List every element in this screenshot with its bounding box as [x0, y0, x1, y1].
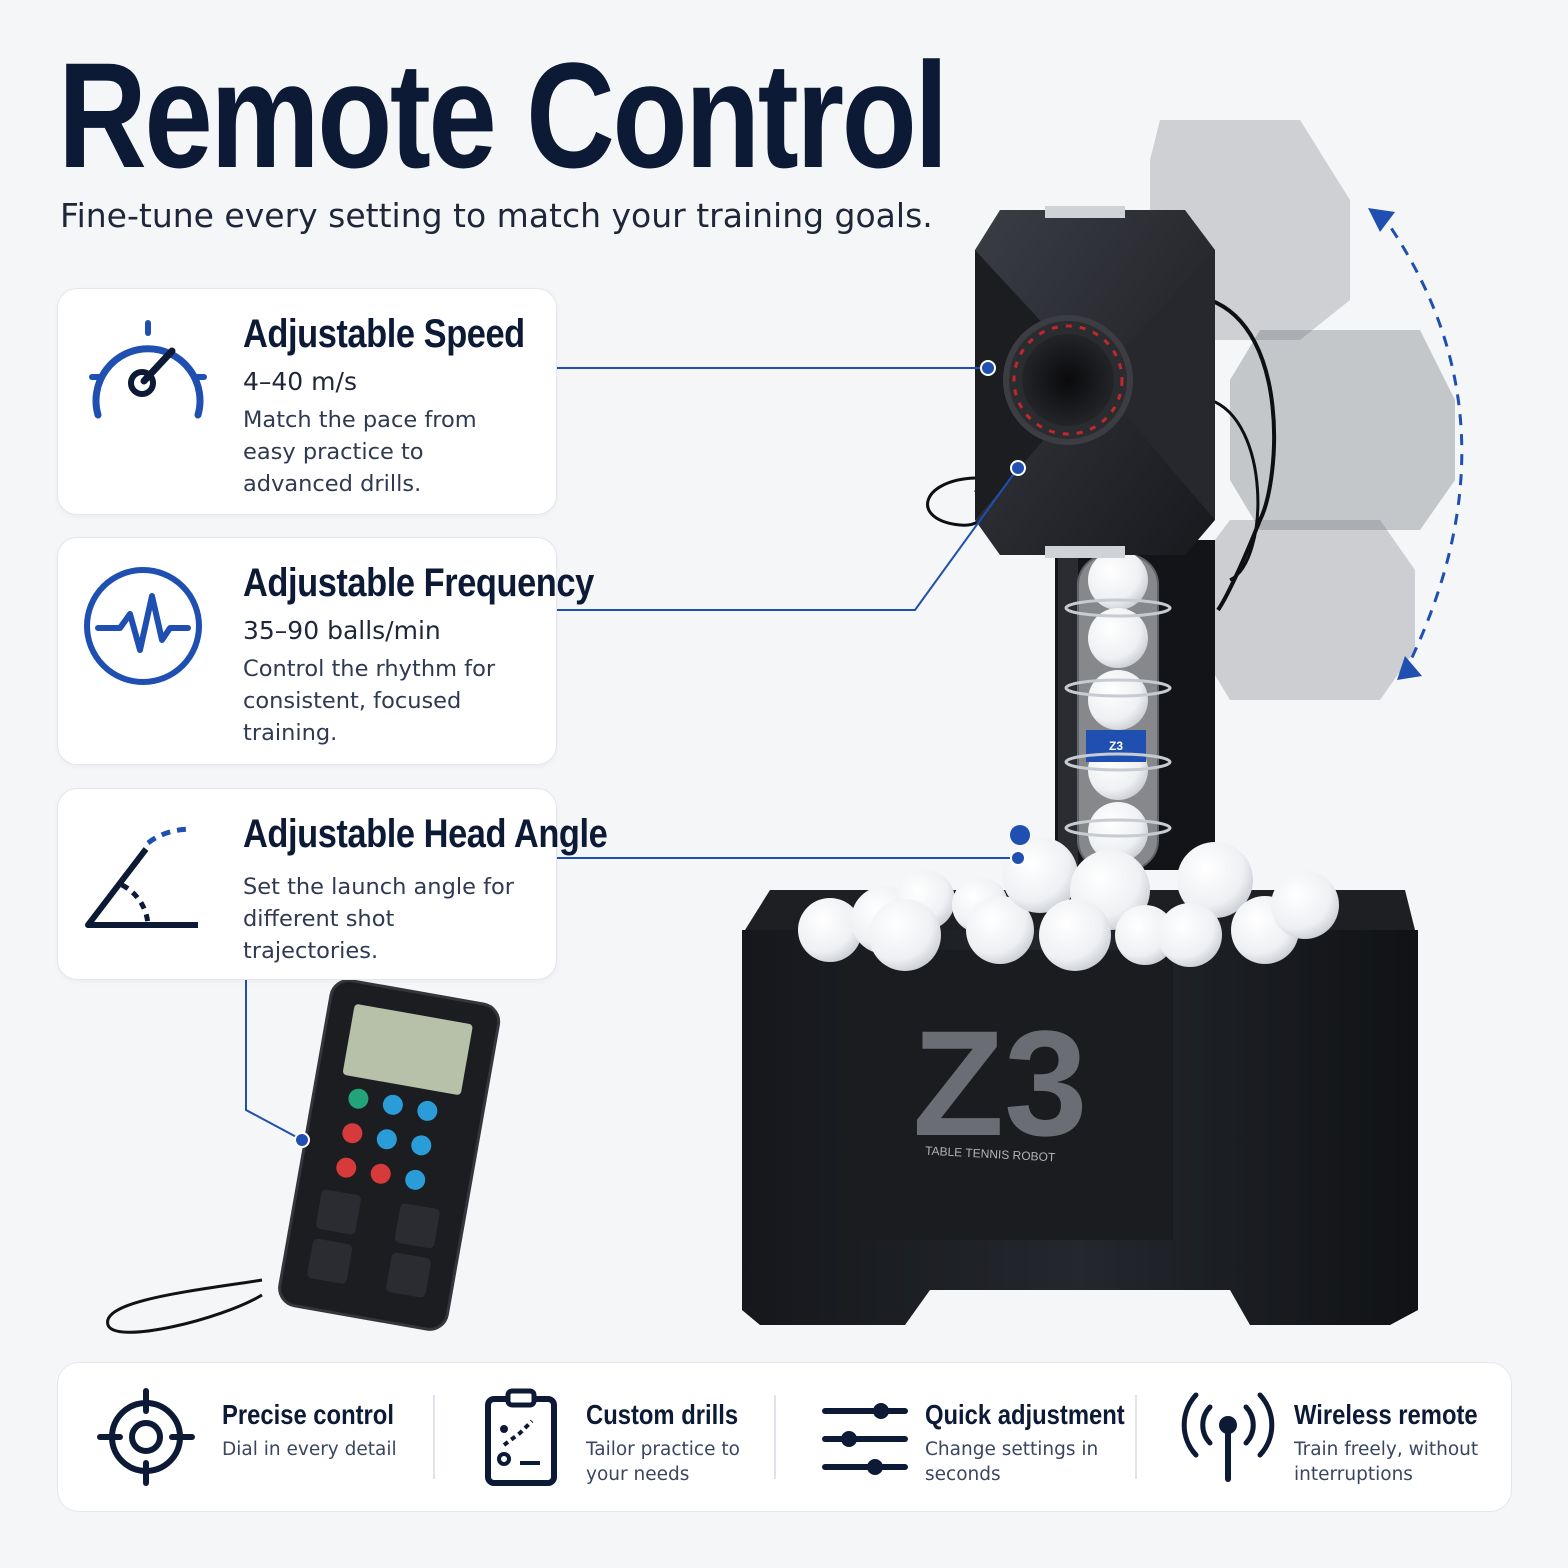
benefit-wireless-remote: Wireless remote Train freely, without in… — [1136, 1363, 1510, 1511]
benefits-bar: Precise control Dial in every detail Cus… — [57, 1362, 1512, 1512]
page-title: Remote Control — [58, 31, 949, 199]
benefit-description: Train freely, without interruptions — [1294, 1439, 1479, 1485]
page-subtitle: Fine-tune every setting to match your tr… — [60, 196, 933, 235]
feature-value: 35–90 balls/min — [243, 616, 441, 645]
cable — [1209, 298, 1277, 612]
remote-lanyard — [106, 1278, 263, 1334]
angle-motion-arc — [1378, 211, 1464, 673]
antenna-icon — [1181, 1392, 1275, 1482]
feature-value: 4–40 m/s — [243, 367, 357, 396]
divider — [433, 1395, 435, 1479]
feature-card-speed: Adjustable Speed 4–40 m/s Match the pace… — [57, 288, 557, 515]
callout-dots — [294, 360, 1026, 1148]
benefit-description: Change settings in seconds — [925, 1439, 1099, 1485]
benefit-precise-control: Precise control Dial in every detail — [58, 1363, 433, 1511]
angle-icon — [85, 826, 198, 928]
pulse-wave-icon — [84, 567, 202, 685]
feature-title: Adjustable Frequency — [243, 561, 594, 605]
divider — [1135, 1395, 1137, 1479]
arrow-down-icon — [1397, 656, 1422, 680]
benefit-title: Quick adjustment — [925, 1399, 1125, 1430]
benefit-title: Custom drills — [586, 1399, 739, 1430]
tube-balls — [1088, 550, 1148, 862]
tube-label — [1086, 730, 1146, 762]
svg-text:Z3: Z3 — [1109, 739, 1123, 753]
speedometer-icon — [89, 320, 207, 419]
arrow-up-icon — [1368, 208, 1395, 232]
feature-title: Adjustable Speed — [243, 312, 525, 356]
feature-description: Set the launch angle for different shot … — [243, 874, 515, 964]
robot-head — [975, 206, 1215, 558]
feature-description: Control the rhythm for consistent, focus… — [243, 656, 496, 746]
remote-control-illustration — [278, 979, 501, 1331]
clipboard-icon — [485, 1388, 557, 1486]
benefit-title: Wireless remote — [1294, 1399, 1478, 1430]
divider — [774, 1395, 776, 1479]
feature-description: Match the pace from easy practice to adv… — [243, 407, 477, 497]
ball-bin: Z3 TABLE TENNIS ROBOT — [742, 890, 1418, 1325]
brand-subtitle: TABLE TENNIS ROBOT — [925, 1144, 1056, 1165]
benefit-custom-drills: Custom drills Tailor practice to your ne… — [434, 1363, 774, 1511]
ghost-head-middle — [1230, 330, 1455, 530]
feature-title: Adjustable Head Angle — [243, 812, 608, 856]
sliders-icon — [822, 1403, 908, 1475]
ghost-head-bottom — [1200, 520, 1415, 700]
callout-lines — [245, 367, 1019, 1141]
benefit-description: Tailor practice to your needs — [586, 1439, 740, 1485]
feature-card-frequency: Adjustable Frequency 35–90 balls/min Con… — [57, 537, 594, 765]
brand-mark: Z3 — [912, 999, 1087, 1167]
benefit-title: Precise control — [222, 1399, 394, 1430]
benefit-description: Dial in every detail — [222, 1439, 397, 1460]
target-icon — [97, 1388, 195, 1486]
feature-card-head-angle: Adjustable Head Angle Set the launch ang… — [57, 788, 608, 980]
benefit-quick-adjustment: Quick adjustment Change settings in seco… — [775, 1363, 1135, 1511]
